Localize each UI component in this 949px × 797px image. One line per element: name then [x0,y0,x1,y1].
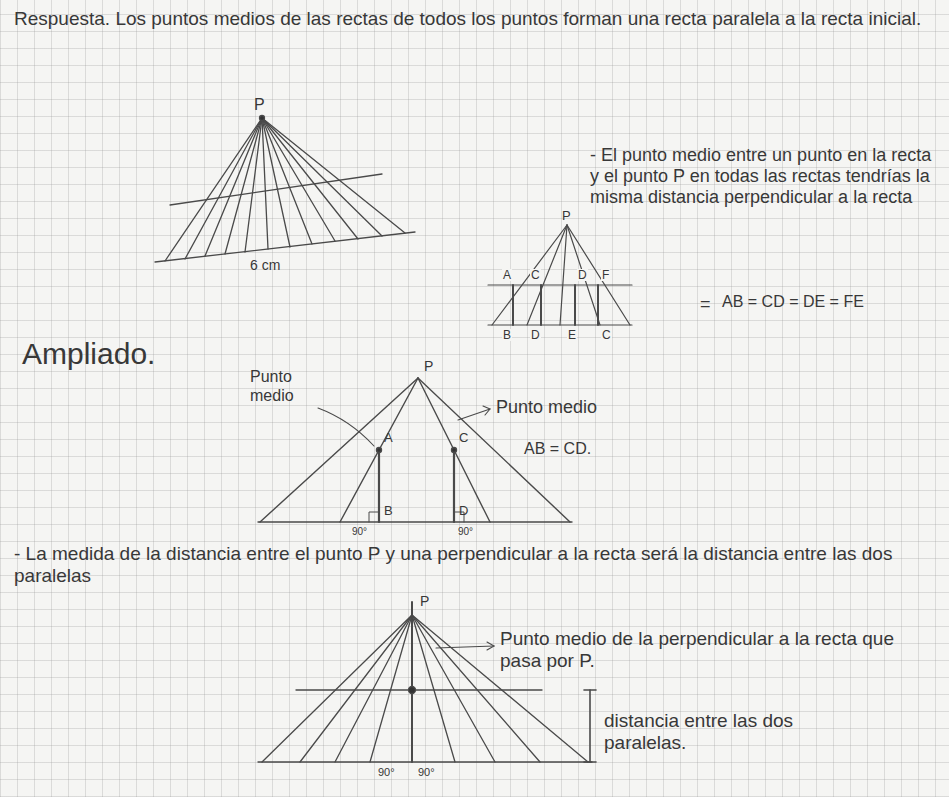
point-label: C [601,329,612,341]
fan-figure-2 [488,225,632,325]
point-label: C [459,430,468,445]
fan-figure-1 [155,116,415,263]
answer-text: Respuesta. Los puntos medios de las rect… [14,8,939,30]
point-label: B [384,503,393,518]
point-label: A [502,269,512,281]
equals-sign: = [700,294,711,315]
point-label: C [530,269,541,281]
dimension: 6 cm [250,257,280,274]
angle-label: 90° [418,766,435,779]
callout-text: Punto medio [250,368,320,406]
point-label: F [601,269,610,281]
equation: AB = CD. [524,440,591,459]
angle-label: 90° [378,766,395,779]
equation: AB = CD = DE = FE [722,293,864,312]
point-label: P [562,208,571,223]
callout-text: Punto medio [496,397,597,418]
note-text: - La medida de la distancia entre el pun… [14,543,939,588]
heading: Ampliado. [22,336,155,371]
point-label: D [577,269,588,281]
point-label: P [424,358,433,375]
dimension-note: distancia entre las dos paralelas. [604,710,794,755]
point-label: P [254,96,265,115]
point-label: P [420,593,429,610]
fan-figure-4 [258,602,596,762]
callout-text: Punto medio de la perpendicular a la rec… [500,628,940,673]
note-text: - El punto medio entre un punto en la re… [590,145,942,209]
angle-label: 90° [352,526,367,538]
point-label: A [384,430,393,445]
angle-label: 90° [458,526,473,538]
point-label: B [502,329,512,341]
point-label: E [567,329,577,341]
point-label: D [530,329,541,341]
point-label: D [459,503,468,518]
